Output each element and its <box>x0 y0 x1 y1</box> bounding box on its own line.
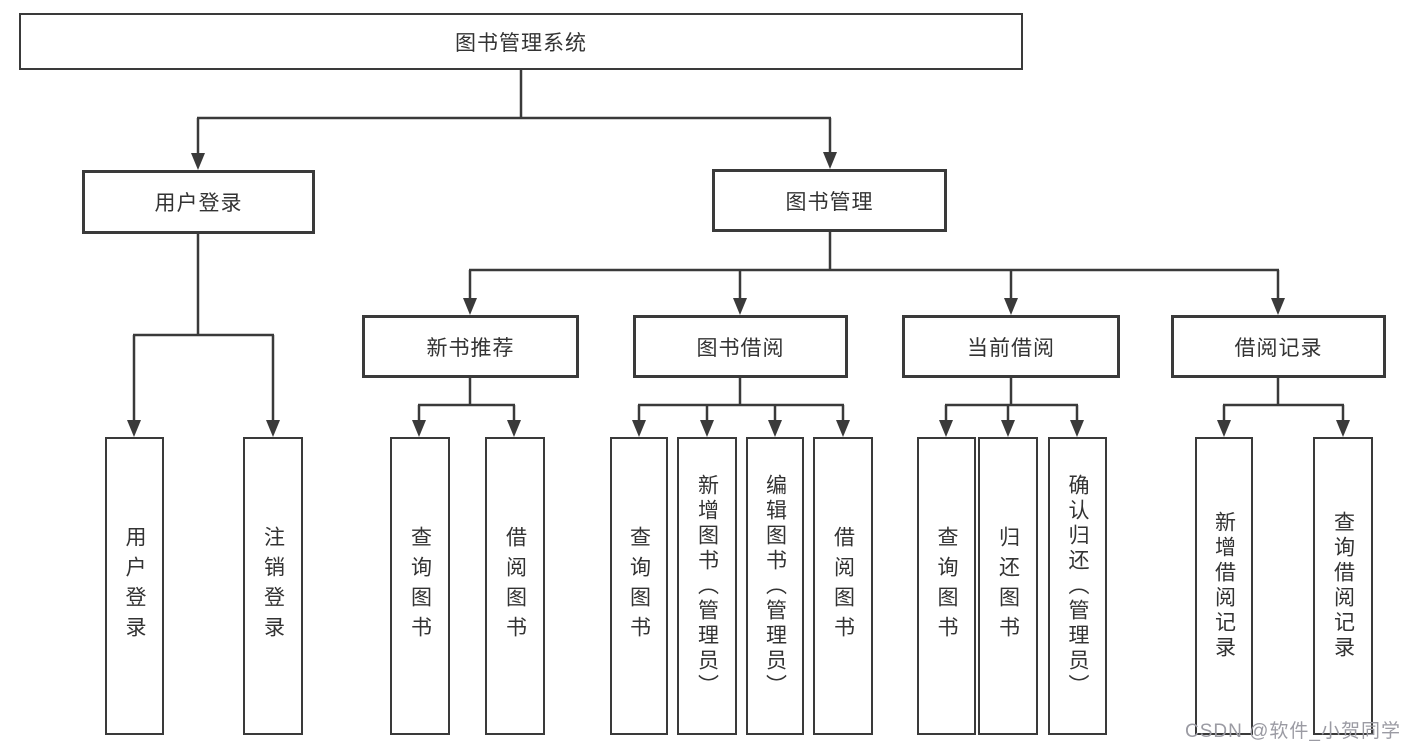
node-new-book-recommend-label: 新书推荐 <box>426 336 515 360</box>
leaf-borrow-books-recommend: 借阅图书 <box>485 437 545 735</box>
node-root: 图书管理系统 <box>19 13 1023 70</box>
leaf-confirm-return-admin: 确认归还（管理员） <box>1048 437 1107 735</box>
leaf-logout: 注销登录 <box>243 437 303 735</box>
node-book-management: 图书管理 <box>712 169 947 232</box>
leaf-add-borrow-record: 新增借阅记录 <box>1195 437 1253 735</box>
node-book-borrow: 图书借阅 <box>633 315 848 378</box>
node-root-label: 图书管理系统 <box>455 31 587 55</box>
leaf-borrow-books-label: 借阅图书 <box>831 526 855 646</box>
leaf-add-borrow-record-label: 新增借阅记录 <box>1212 511 1236 661</box>
node-current-borrow: 当前借阅 <box>902 315 1120 378</box>
leaf-edit-books-admin-label: 编辑图书（管理员） <box>763 473 787 699</box>
node-new-book-recommend: 新书推荐 <box>362 315 579 378</box>
leaf-edit-books-admin: 编辑图书（管理员） <box>746 437 804 735</box>
leaf-query-books-borrow-label: 查询图书 <box>627 526 651 646</box>
leaf-add-books-admin: 新增图书（管理员） <box>677 437 737 735</box>
leaf-logout-label: 注销登录 <box>261 526 285 646</box>
node-book-management-label: 图书管理 <box>785 190 874 214</box>
leaf-query-books-current-label: 查询图书 <box>935 526 958 646</box>
leaf-query-borrow-record-label: 查询借阅记录 <box>1331 511 1355 661</box>
leaf-query-books-recommend-label: 查询图书 <box>408 526 432 646</box>
node-user-login-label: 用户登录 <box>154 192 243 215</box>
leaf-return-books: 归还图书 <box>978 437 1038 735</box>
leaf-query-books-recommend: 查询图书 <box>390 437 450 735</box>
node-borrow-record-label: 借阅记录 <box>1234 336 1323 360</box>
leaf-user-login: 用户登录 <box>105 437 164 735</box>
leaf-query-books-current: 查询图书 <box>917 437 976 735</box>
leaf-query-books-borrow: 查询图书 <box>610 437 668 735</box>
leaf-confirm-return-admin-label: 确认归还（管理员） <box>1066 473 1089 699</box>
leaf-user-login-label: 用户登录 <box>123 526 146 646</box>
csdn-watermark: CSDN @软件_小贺同学 <box>1185 721 1401 742</box>
leaf-borrow-books: 借阅图书 <box>813 437 873 735</box>
node-book-borrow-label: 图书借阅 <box>696 336 785 360</box>
node-borrow-record: 借阅记录 <box>1171 315 1386 378</box>
node-current-borrow-label: 当前借阅 <box>967 336 1055 360</box>
leaf-query-borrow-record: 查询借阅记录 <box>1313 437 1373 735</box>
leaf-borrow-books-recommend-label: 借阅图书 <box>503 526 527 646</box>
node-user-login: 用户登录 <box>82 170 315 234</box>
leaf-add-books-admin-label: 新增图书（管理员） <box>695 473 719 699</box>
leaf-return-books-label: 归还图书 <box>996 526 1020 646</box>
